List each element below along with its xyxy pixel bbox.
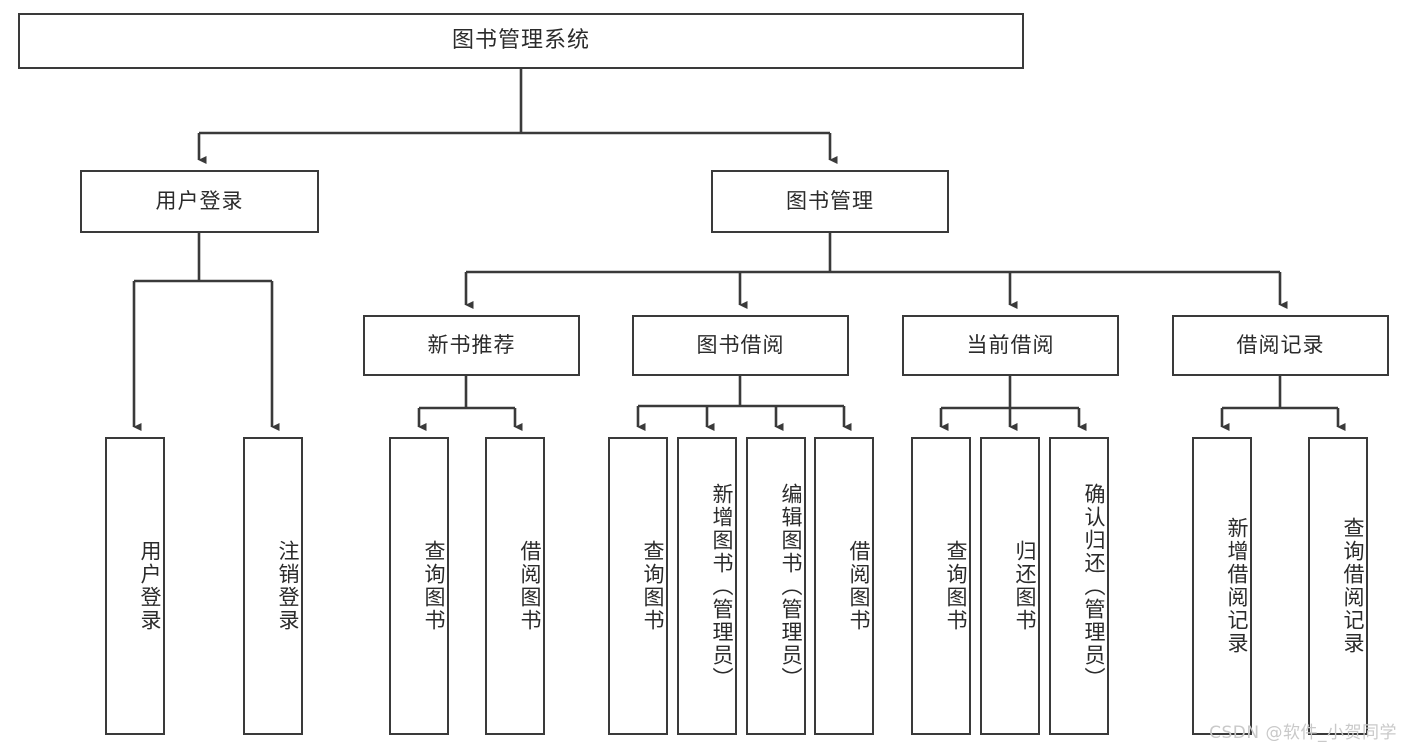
- node-book-borrow[interactable]: 图书借阅: [632, 315, 849, 376]
- node-user-login[interactable]: 用户登录: [80, 170, 319, 233]
- leaf-borrow-record-query-record[interactable]: 查询借阅记录: [1308, 437, 1368, 735]
- leaf-book-borrow-query-book[interactable]: 查询图书: [608, 437, 668, 735]
- leaf-label: 查询图书: [641, 540, 665, 632]
- leaf-label: 查询图书: [422, 540, 446, 632]
- leaf-user-login-logout[interactable]: 注销登录: [243, 437, 303, 735]
- node-borrow-record[interactable]: 借阅记录: [1172, 315, 1389, 376]
- leaf-label: 确认归还（管理员）: [1082, 482, 1106, 690]
- node-new-book-recommendation[interactable]: 新书推荐: [363, 315, 580, 376]
- leaf-new-book-query-book[interactable]: 查询图书: [389, 437, 449, 735]
- leaf-label: 查询图书: [944, 540, 968, 632]
- leaf-new-book-borrow-book[interactable]: 借阅图书: [485, 437, 545, 735]
- node-current-borrow[interactable]: 当前借阅: [902, 315, 1119, 376]
- leaf-label: 借阅图书: [847, 540, 871, 632]
- leaf-book-borrow-add-book-admin[interactable]: 新增图书（管理员）: [677, 437, 737, 735]
- leaf-book-borrow-borrow-book[interactable]: 借阅图书: [814, 437, 874, 735]
- node-book-management[interactable]: 图书管理: [711, 170, 949, 233]
- leaf-current-borrow-confirm-return-admin[interactable]: 确认归还（管理员）: [1049, 437, 1109, 735]
- leaf-label: 编辑图书（管理员）: [779, 482, 803, 690]
- leaf-label: 注销登录: [276, 540, 300, 632]
- leaf-label: 归还图书: [1013, 540, 1037, 632]
- node-root-book-management-system[interactable]: 图书管理系统: [18, 13, 1024, 69]
- leaf-book-borrow-edit-book-admin[interactable]: 编辑图书（管理员）: [746, 437, 806, 735]
- leaf-label: 用户登录: [138, 540, 162, 632]
- leaf-current-borrow-query-book[interactable]: 查询图书: [911, 437, 971, 735]
- leaf-label: 查询借阅记录: [1341, 517, 1365, 655]
- leaf-user-login-login[interactable]: 用户登录: [105, 437, 165, 735]
- leaf-label: 新增图书（管理员）: [710, 482, 734, 690]
- leaf-current-borrow-return-book[interactable]: 归还图书: [980, 437, 1040, 735]
- leaf-label: 新增借阅记录: [1225, 517, 1249, 655]
- leaf-borrow-record-add-record[interactable]: 新增借阅记录: [1192, 437, 1252, 735]
- watermark-csdn: CSDN @软件_小贺同学: [1209, 723, 1397, 743]
- leaf-label: 借阅图书: [518, 540, 542, 632]
